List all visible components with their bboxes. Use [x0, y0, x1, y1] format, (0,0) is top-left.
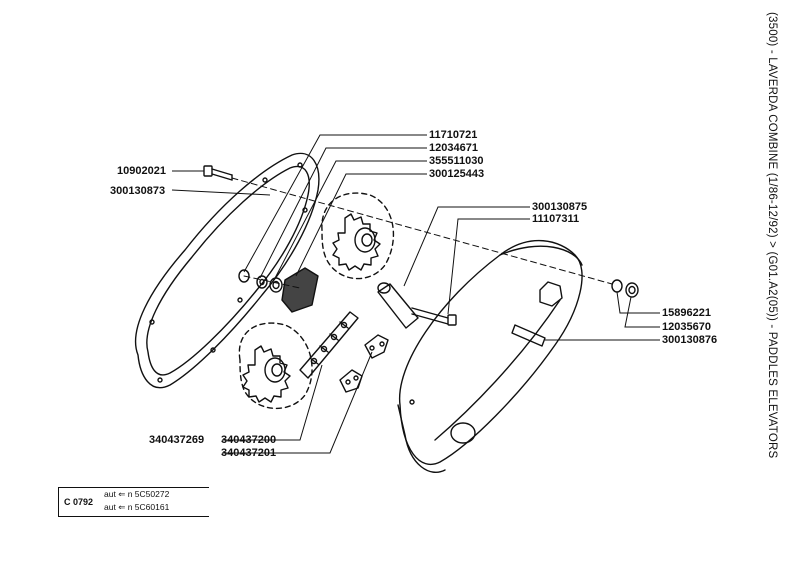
- washer-12035670: [625, 282, 639, 298]
- chain-link-340437201: [339, 369, 363, 393]
- part-label-300130873: 300130873: [110, 185, 166, 197]
- reference-box: [58, 487, 209, 517]
- diagram-title: (3500) - LAVERDA COMBINE (1/86-12/92) > …: [766, 12, 778, 459]
- assembly-axis-lines: [231, 177, 613, 289]
- left-guard-plate: [134, 152, 320, 389]
- arrow-left-icon: ⇐: [118, 502, 126, 512]
- reference-line-1-text: n 5C50272: [127, 489, 170, 499]
- part-label-340437200: 340437200: [221, 434, 277, 446]
- reference-line-1-prefix: aut: [104, 489, 116, 499]
- part-label-10902021: 10902021: [117, 165, 166, 177]
- part-label-11107311: 11107311: [532, 213, 580, 225]
- chain-link-340437200: [364, 334, 389, 359]
- part-label-300130876: 300130876: [662, 334, 718, 346]
- part-label-340437201: 340437201: [221, 447, 277, 459]
- part-label-12035670: 12035670: [662, 321, 711, 333]
- long-bolt: [411, 307, 457, 326]
- part-label-300125443: 300125443: [429, 168, 485, 180]
- bolt-10902021: [203, 165, 233, 181]
- right-cover: [397, 240, 583, 473]
- part-label-12034671: 12034671: [429, 142, 478, 154]
- lower-sprocket: [238, 322, 313, 409]
- reference-line-2-prefix: aut: [104, 502, 116, 512]
- upper-sprocket: [321, 192, 395, 280]
- leader-lines: [171, 134, 660, 454]
- part-label-11710721: 11710721: [429, 129, 478, 141]
- washer-15896221: [611, 279, 623, 293]
- chain-segment: [299, 311, 359, 379]
- part-label-340437269: 340437269: [149, 434, 205, 446]
- arrow-left-icon: ⇐: [118, 489, 126, 499]
- reference-line-2: aut ⇐ n 5C60161: [104, 502, 169, 513]
- washer-stack: [238, 269, 283, 293]
- part-label-15896221: 15896221: [662, 307, 711, 319]
- part-label-300130875: 300130875: [532, 201, 588, 213]
- part-label-355511030: 355511030: [429, 155, 484, 167]
- reference-line-1: aut ⇐ n 5C50272: [104, 489, 169, 500]
- tensioner-block: [377, 282, 419, 329]
- reference-code: C 0792: [64, 497, 94, 507]
- reference-line-2-text: n 5C60161: [127, 502, 170, 512]
- hub-block: [281, 267, 319, 313]
